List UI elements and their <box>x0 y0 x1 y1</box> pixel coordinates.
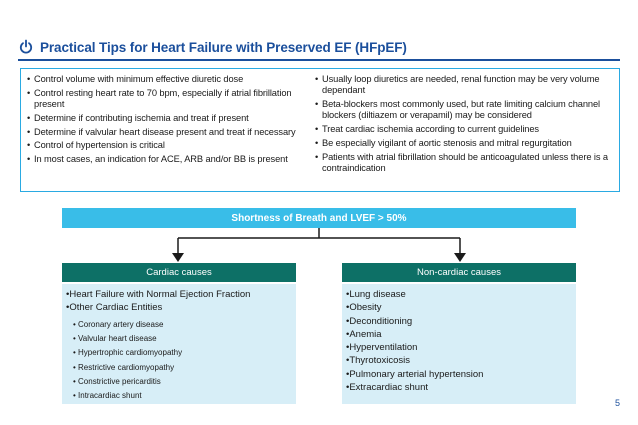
tip-item: Patients with atrial fibrillation should… <box>315 152 617 174</box>
sub-list-item: Constrictive pericarditis <box>73 375 182 389</box>
tip-item: Control resting heart rate to 70 bpm, es… <box>27 88 309 110</box>
sub-list-item: Intracardiac shunt <box>73 389 182 403</box>
decision-header: Shortness of Breath and LVEF > 50% <box>62 208 576 228</box>
list-item: Obesity <box>346 301 483 314</box>
list-item: Lung disease <box>346 288 483 301</box>
list-item: Extracardiac shunt <box>346 381 483 394</box>
cardiac-causes-list: Heart Failure with Normal Ejection Fract… <box>66 288 250 315</box>
list-item: Pulmonary arterial hypertension <box>346 368 483 381</box>
list-item: Deconditioning <box>346 315 483 328</box>
sub-list-item: Coronary artery disease <box>73 318 182 332</box>
cardiac-sub-list: Coronary artery disease Valvular heart d… <box>73 318 182 403</box>
tip-item: Control of hypertension is critical <box>27 140 309 151</box>
cardiac-causes-panel: Heart Failure with Normal Ejection Fract… <box>62 284 296 404</box>
noncardiac-causes-heading: Non-cardiac causes <box>342 263 576 282</box>
noncardiac-causes-panel: Lung disease Obesity Deconditioning Anem… <box>342 284 576 404</box>
title-underline <box>18 59 620 61</box>
power-icon <box>19 39 33 54</box>
cardiac-causes-heading: Cardiac causes <box>62 263 296 282</box>
arrow-head-right <box>454 253 466 262</box>
tip-item: Treat cardiac ischemia according to curr… <box>315 124 617 135</box>
list-item: Hyperventilation <box>346 341 483 354</box>
tip-item: Determine if valvular heart disease pres… <box>27 127 309 138</box>
list-item: Anemia <box>346 328 483 341</box>
sub-list-item: Valvular heart disease <box>73 332 182 346</box>
noncardiac-causes-list: Lung disease Obesity Deconditioning Anem… <box>346 288 483 394</box>
tip-item: In most cases, an indication for ACE, AR… <box>27 154 309 165</box>
tips-list-left: Control volume with minimum effective di… <box>27 74 309 168</box>
page-title: Practical Tips for Heart Failure with Pr… <box>40 39 407 55</box>
title-row: Practical Tips for Heart Failure with Pr… <box>18 38 407 56</box>
list-item: Other Cardiac Entities <box>66 301 250 314</box>
tip-item: Usually loop diuretics are needed, renal… <box>315 74 617 96</box>
tip-item: Beta-blockers most commonly used, but ra… <box>315 99 617 121</box>
page-number: 5 <box>614 398 620 408</box>
tip-item: Control volume with minimum effective di… <box>27 74 309 85</box>
tips-box: Control volume with minimum effective di… <box>20 68 620 192</box>
list-item: Thyrotoxicosis <box>346 354 483 367</box>
arrow-head-left <box>172 253 184 262</box>
sub-list-item: Restrictive cardiomyopathy <box>73 361 182 375</box>
tip-item: Be especially vigilant of aortic stenosi… <box>315 138 617 149</box>
tips-list-right: Usually loop diuretics are needed, renal… <box>315 74 617 177</box>
sub-list-item: Hypertrophic cardiomyopathy <box>73 346 182 360</box>
connector-lines <box>177 228 461 254</box>
list-item: Heart Failure with Normal Ejection Fract… <box>66 288 250 301</box>
tip-item: Determine if contributing ischemia and t… <box>27 113 309 124</box>
